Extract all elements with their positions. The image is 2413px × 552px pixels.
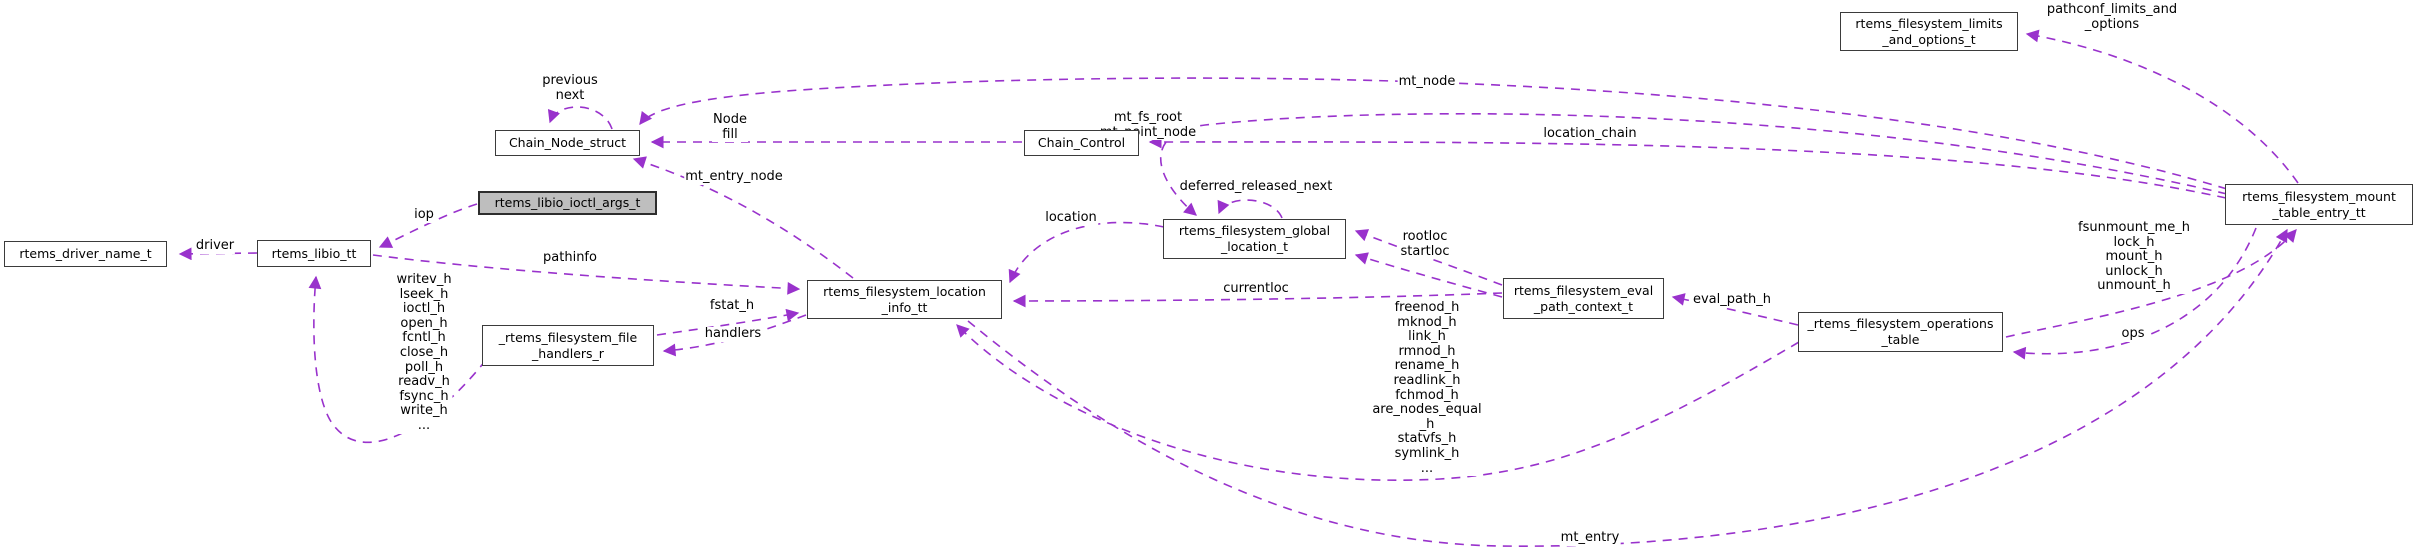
edge-label-handlers: handlers xyxy=(703,326,763,342)
edge-location xyxy=(1008,221,1165,284)
node-rtems-filesystem-global-location-t[interactable]: rtems_filesystem_global _location_t xyxy=(1163,219,1346,259)
edge-label-ops-handler-list: freenod_h mknod_h link_h rmnod_h rename_… xyxy=(1371,300,1483,477)
edge-fstat-h xyxy=(656,308,800,336)
edge-label-currentloc: currentloc xyxy=(1222,281,1290,297)
node-rtems-filesystem-mount-table-entry-tt[interactable]: rtems_filesystem_mount _table_entry_tt xyxy=(2225,184,2413,225)
edge-mt-entry-node xyxy=(632,156,854,279)
edge-label-eval-path-h: eval_path_h xyxy=(1691,292,1773,308)
node-rtems-libio-tt[interactable]: rtems_libio_tt xyxy=(257,240,371,267)
edge-mt-entry xyxy=(967,228,2288,547)
edge-label-mt-fs-root-mt-point-node: mt_fs_root mt_point_node xyxy=(1098,110,1198,141)
edge-pathinfo xyxy=(372,254,801,295)
edge-label-mt-entry: mt_entry xyxy=(1559,530,1621,546)
edge-label-node-fill: Node fill xyxy=(712,112,748,143)
edge-previous-next-selfloop xyxy=(547,106,613,130)
node-rtems-filesystem-operations-table[interactable]: _rtems_filesystem_operations _table xyxy=(1798,312,2003,352)
edge-mount-handlers xyxy=(2005,229,2297,338)
edge-label-driver: driver xyxy=(194,238,236,254)
edge-currentloc xyxy=(1012,292,1503,308)
edge-label-pathinfo: pathinfo xyxy=(542,250,598,266)
edge-label-previous-next: previous next xyxy=(541,73,599,104)
edge-label-rootloc-startloc: rootloc startloc xyxy=(1399,229,1451,260)
node-rtems-filesystem-limits-and-options-t[interactable]: rtems_filesystem_limits _and_options_t xyxy=(1840,12,2018,51)
node-rtems-filesystem-eval-path-context-t[interactable]: rtems_filesystem_eval _path_context_t xyxy=(1503,278,1664,319)
edge-label-deferred-released-next: deferred_released_next xyxy=(1178,179,1334,195)
edge-pathconf xyxy=(2025,29,2299,184)
edge-label-mount-handler-list: fsunmount_me_h lock_h mount_h unlock_h u… xyxy=(2077,220,2191,294)
edge-label-location: location xyxy=(1044,210,1098,226)
edge-label-pathconf-limits-and-options: pathconf_limits_and _options xyxy=(2045,2,2179,33)
edge-mt-node xyxy=(639,77,2228,190)
edge-ops xyxy=(2012,227,2257,360)
node-rtems-driver-name-t[interactable]: rtems_driver_name_t xyxy=(4,241,167,267)
edge-ops-handlers xyxy=(956,324,1800,481)
edge-label-ops: ops xyxy=(2120,326,2146,342)
edge-label-fstat-h: fstat_h xyxy=(708,298,756,314)
edge-label-location-chain: location_chain xyxy=(1542,126,1638,142)
node-chain-control[interactable]: Chain_Control xyxy=(1024,130,1139,156)
edge-startloc xyxy=(1354,252,1503,298)
edge-iop xyxy=(378,203,478,248)
node-chain-node-struct[interactable]: Chain_Node_struct xyxy=(495,130,640,156)
node-rtems-filesystem-file-handlers-r[interactable]: _rtems_filesystem_file _handlers_r xyxy=(482,325,654,366)
edge-mt-fs-root-mt-point-node xyxy=(1160,112,2228,216)
node-rtems-libio-ioctl-args-t[interactable]: rtems_libio_ioctl_args_t xyxy=(478,191,657,215)
edge-deferred-released-next-selfloop xyxy=(1217,199,1283,219)
edge-label-mt-node: mt_node xyxy=(1397,74,1457,90)
edge-label-libio-handler-list: writev_h lseek_h ioctl_h open_h fcntl_h … xyxy=(395,272,453,434)
edge-location-chain xyxy=(1148,135,2227,199)
edge-label-iop: iop xyxy=(413,207,435,223)
edge-eval-path-h xyxy=(1671,293,1799,326)
node-rtems-filesystem-location-info-tt[interactable]: rtems_filesystem_location _info_tt xyxy=(807,280,1002,319)
edge-label-mt-entry-node: mt_entry_node xyxy=(684,169,784,185)
